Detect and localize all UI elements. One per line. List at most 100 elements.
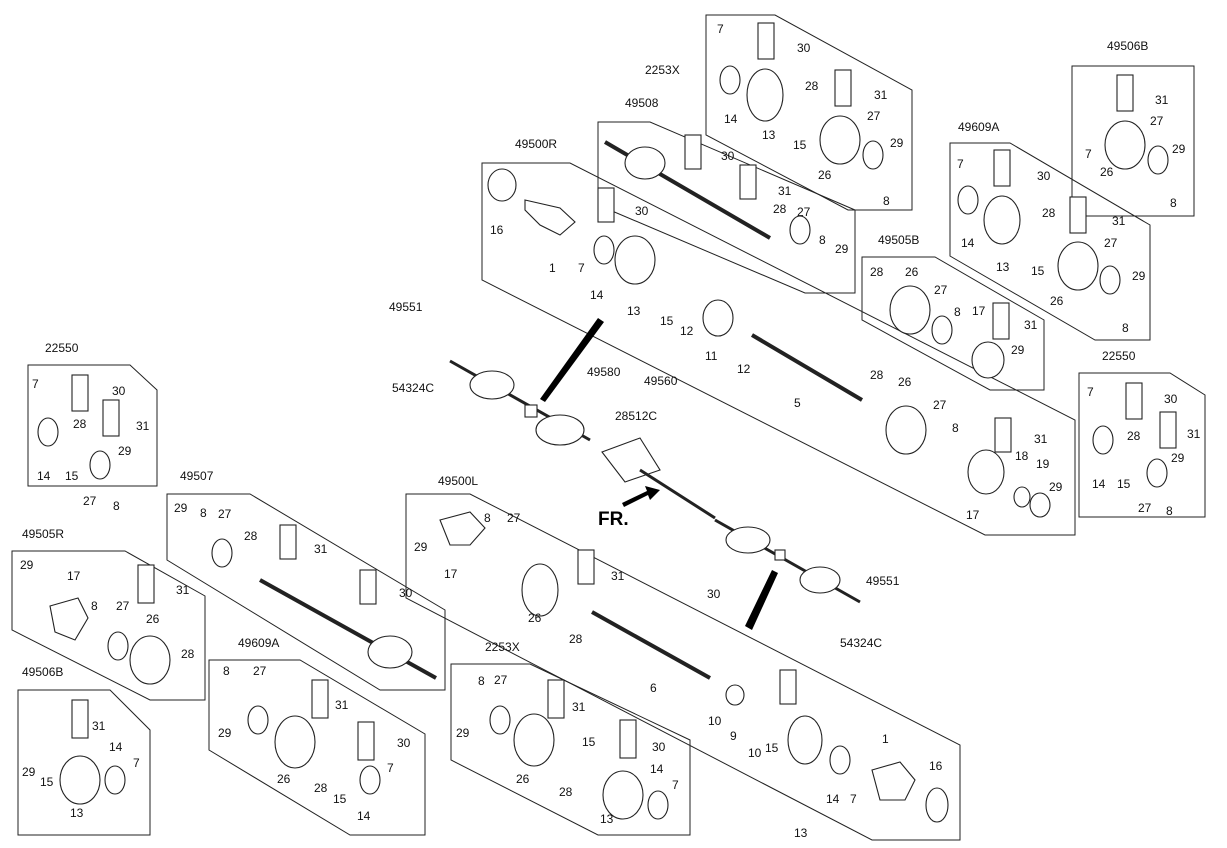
assembly-code-49506B_left: 49506B	[22, 665, 63, 679]
grease-31-49507	[279, 524, 297, 560]
49508-components	[603, 134, 811, 245]
part-number-label: 8	[91, 599, 98, 613]
part-number-label: 31	[1024, 318, 1038, 332]
box-2253X-top	[705, 14, 913, 211]
box-49505B-right	[861, 256, 1045, 391]
boot-26-l	[521, 563, 559, 617]
intermediate-shaft-housing	[601, 437, 661, 483]
lower-callout-wedge	[745, 570, 778, 630]
part-number-label: 14	[724, 112, 738, 126]
part-number-label: 31	[335, 698, 349, 712]
part-number-label: 31	[1112, 214, 1126, 228]
part-number-label: 28	[181, 647, 195, 661]
part-number-label: 28	[559, 785, 573, 799]
part-number-label: 30	[112, 384, 126, 398]
k14	[1057, 241, 1099, 291]
k44	[59, 755, 101, 805]
tone-ring-16-l	[925, 787, 949, 823]
49507-components	[211, 524, 437, 680]
box-49609A-left	[208, 659, 426, 836]
part-number-label: 7	[133, 756, 140, 770]
loose-label-54324C_top: 54324C	[392, 381, 434, 395]
part-number-label: 15	[765, 741, 779, 755]
box-49506B-top	[1071, 65, 1195, 217]
part-number-label: 31	[572, 700, 586, 714]
part-number-label: 8	[484, 511, 491, 525]
assembly-code-49507: 49507	[180, 469, 214, 483]
part-number-label: 29	[835, 242, 849, 256]
part-number-label: 10	[708, 714, 722, 728]
assembly-code-2253X_top: 2253X	[645, 63, 680, 77]
part-number-label: 12	[737, 362, 751, 376]
assembly-code-49500R: 49500R	[515, 137, 557, 151]
assembly-code-22550_left: 22550	[45, 341, 79, 355]
part-number-label: 5	[794, 396, 801, 410]
k22	[37, 417, 59, 447]
part-number-label: 30	[721, 149, 735, 163]
grease-30-l	[779, 669, 797, 705]
k37	[547, 679, 565, 719]
front-direction-arrow	[622, 486, 660, 507]
part-number-label: 16	[490, 223, 504, 237]
k24	[1125, 382, 1143, 420]
part-number-label: 30	[1164, 392, 1178, 406]
part-number-label: 27	[507, 511, 521, 525]
part-number-label: 26	[1100, 165, 1114, 179]
boot-49507	[367, 635, 413, 669]
assembly-code-49609A_left: 49609A	[238, 636, 279, 650]
part-number-label: 29	[118, 444, 132, 458]
part-number-label: 31	[176, 583, 190, 597]
part-number-label: 14	[650, 762, 664, 776]
box-49507	[166, 493, 446, 691]
part-number-label: 30	[635, 204, 649, 218]
part-number-label: 29	[1171, 451, 1185, 465]
k42	[647, 790, 669, 820]
joint-17	[967, 449, 1005, 495]
box-22550-right	[1078, 372, 1206, 518]
part-number-label: 26	[146, 612, 160, 626]
part-number-label: 17	[972, 304, 986, 318]
part-number-label: 31	[314, 542, 328, 556]
part-number-label: 28	[773, 202, 787, 216]
assembly-boxes	[11, 14, 1206, 841]
damper-11	[702, 299, 734, 337]
k32	[311, 679, 329, 719]
part-number-label: 7	[1085, 147, 1092, 161]
part-number-label: 7	[1087, 385, 1094, 399]
k23	[89, 450, 111, 480]
part-number-label: 27	[494, 673, 508, 687]
part-number-label: 29	[1132, 269, 1146, 283]
part-number-label: 28	[870, 368, 884, 382]
outer-joint-1	[524, 199, 576, 236]
boot-13	[614, 235, 656, 285]
box-49506B-left	[17, 689, 151, 836]
assembly-code-49500L: 49500L	[438, 474, 478, 488]
grease-30	[597, 187, 615, 223]
part-number-label: 29	[20, 558, 34, 572]
k31	[107, 631, 129, 661]
intermediate-shaft	[639, 468, 716, 520]
boot-49508	[624, 146, 666, 180]
part-number-label: 8	[1170, 196, 1177, 210]
part-number-label: 13	[996, 260, 1010, 274]
part-number-label: 27	[797, 205, 811, 219]
k45	[104, 765, 126, 795]
k6	[862, 140, 884, 170]
tone-ring-16	[487, 168, 517, 202]
k40	[489, 705, 511, 735]
part-number-label: 14	[590, 288, 604, 302]
part-number-label: 31	[136, 419, 150, 433]
k9	[1147, 145, 1169, 175]
grease-30-49508	[684, 134, 702, 170]
part-number-label: 14	[961, 236, 975, 250]
ring-19	[1029, 492, 1051, 518]
part-number-label: 27	[83, 494, 97, 508]
part-number-label: 13	[762, 128, 776, 142]
part-number-label: 27	[218, 507, 232, 521]
part-number-label: 31	[611, 569, 625, 583]
grease-30-49507	[359, 569, 377, 605]
part-number-label: 11	[705, 349, 718, 363]
clamp-27-49507	[211, 538, 233, 568]
k19	[971, 341, 1005, 379]
